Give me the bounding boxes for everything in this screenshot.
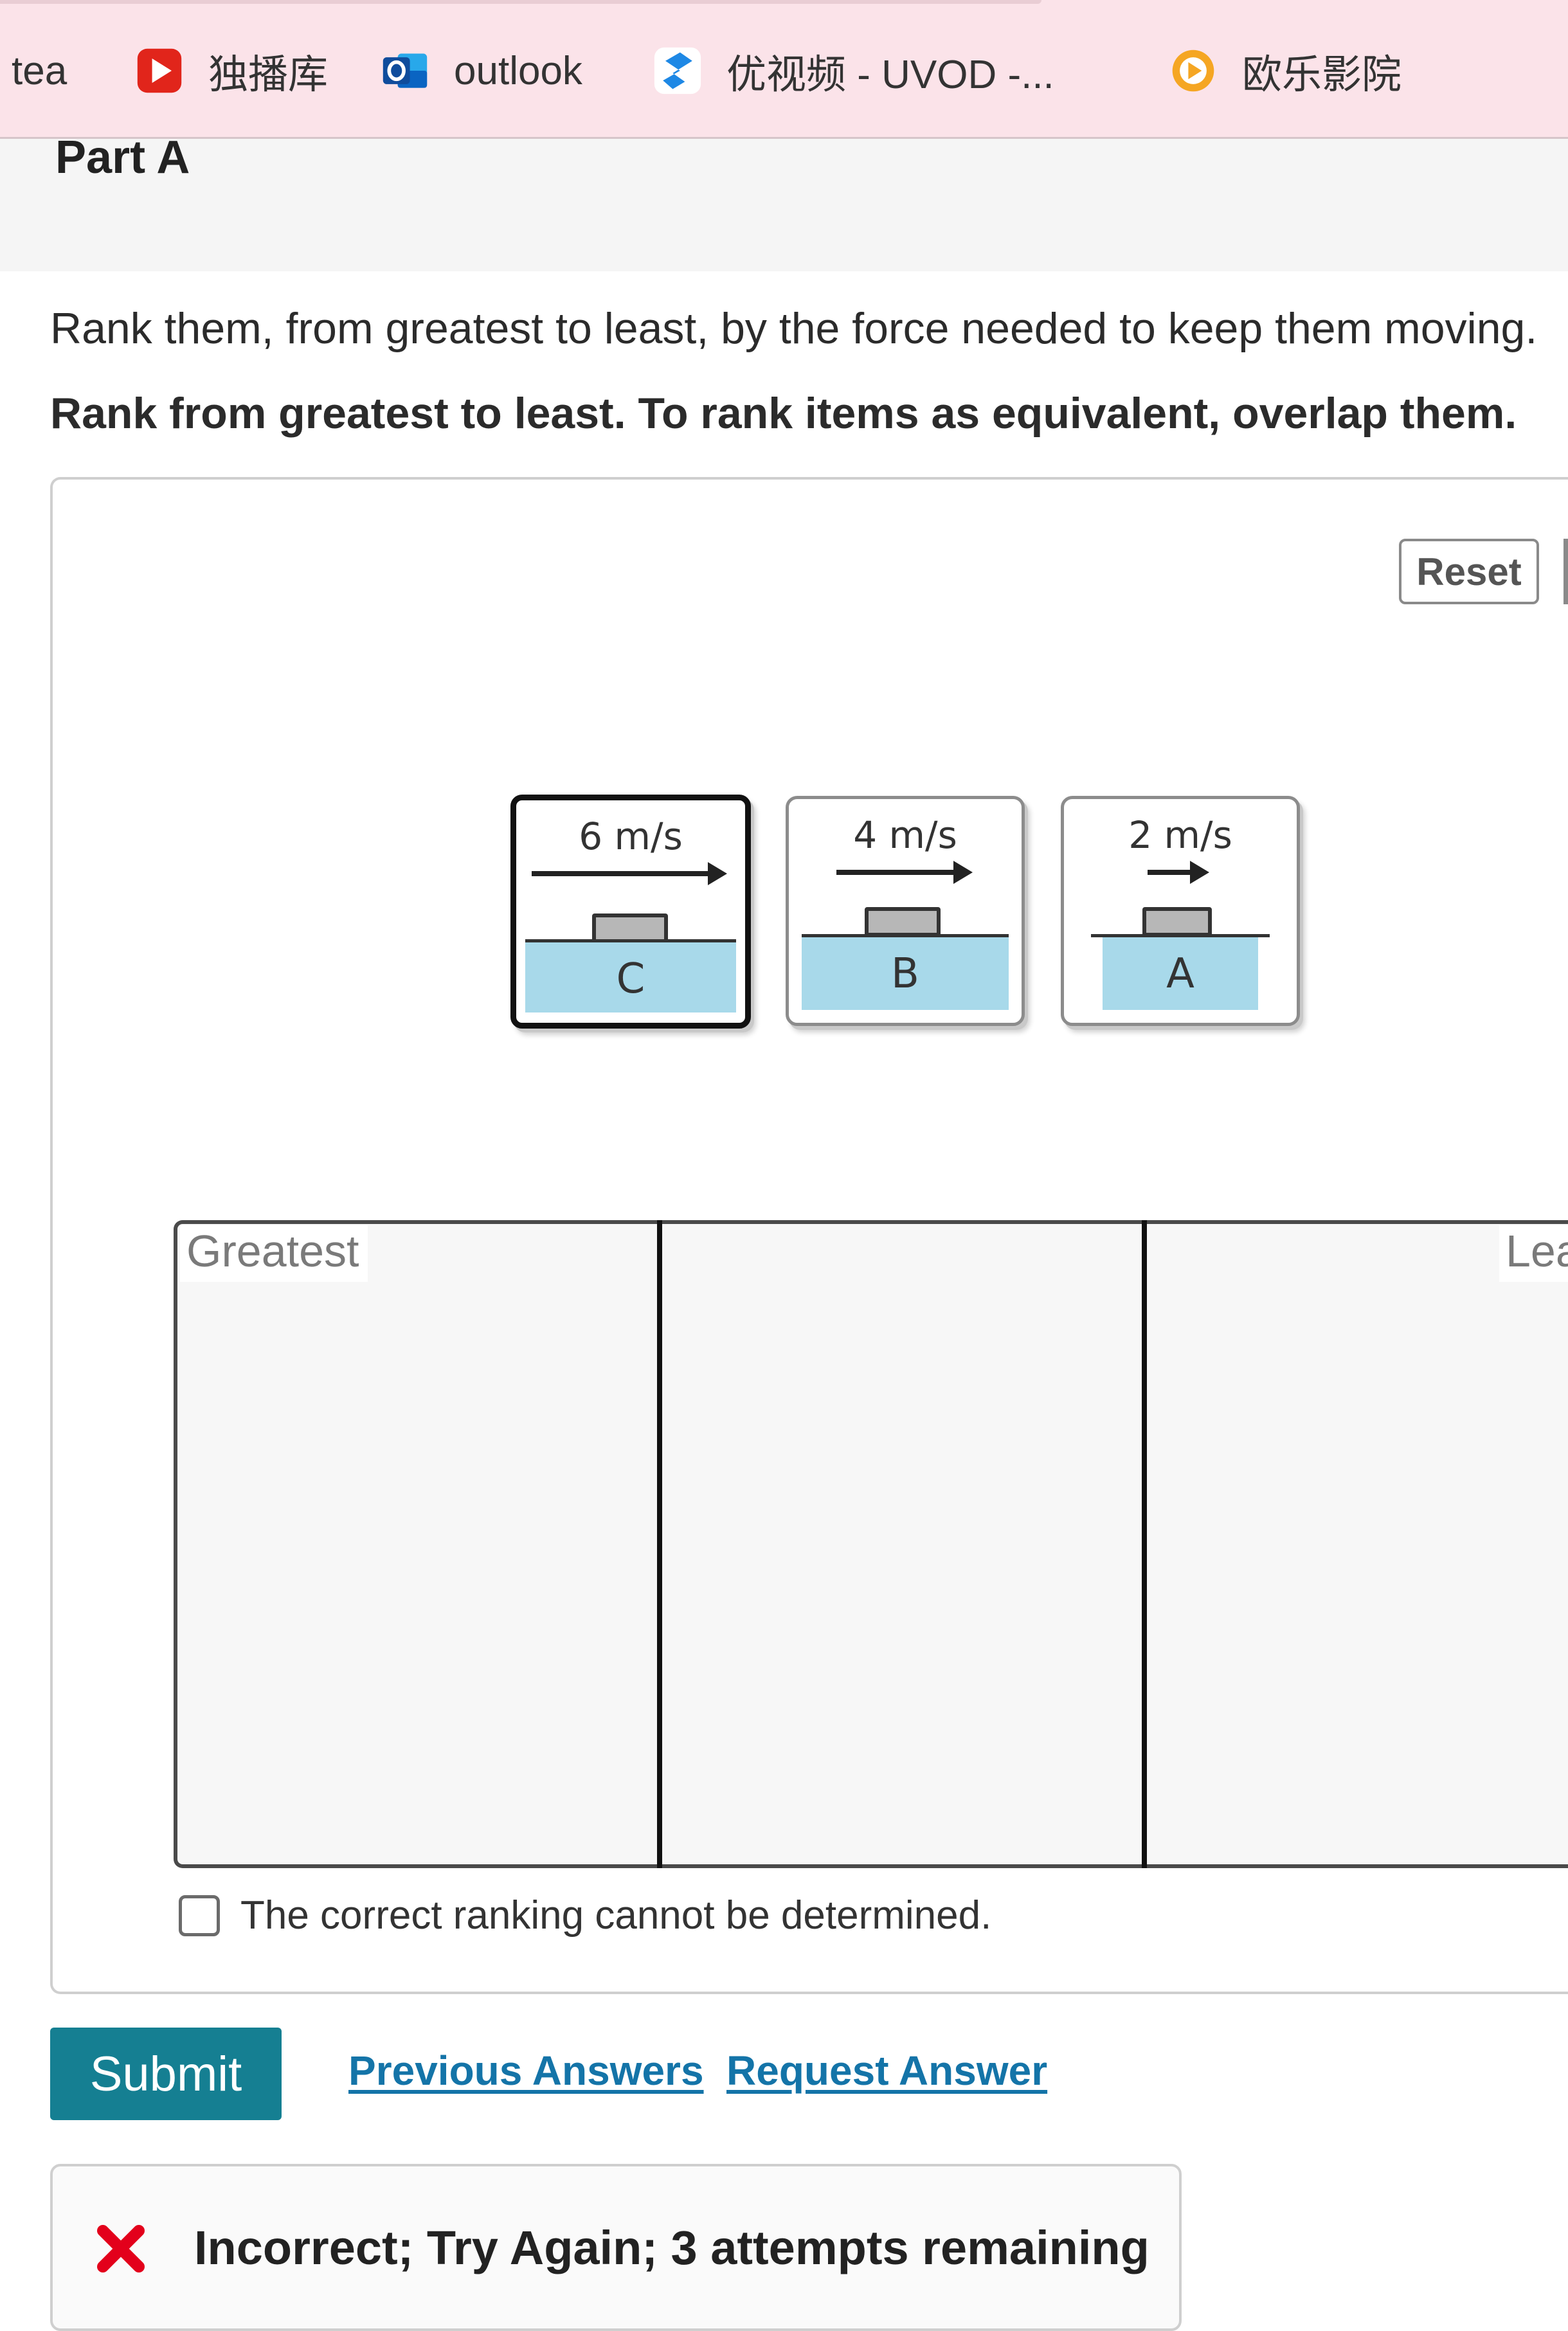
x-icon [97, 2225, 145, 2272]
reset-button[interactable]: Reset [1399, 539, 1539, 604]
bookmark-outlook[interactable]: outlook [381, 39, 582, 103]
block-icon [1142, 907, 1212, 937]
bin-label-least: Least [1499, 1225, 1568, 1282]
previous-answers-link[interactable]: Previous Answers [348, 2048, 704, 2094]
velocity-arrow-icon [1148, 861, 1209, 884]
block-icon [865, 907, 941, 937]
velocity-arrow-icon [532, 862, 727, 885]
question-prompt: Rank them, from greatest to least, by th… [50, 304, 1538, 353]
cannot-determine-label: The correct ranking cannot be determined… [240, 1893, 992, 1938]
part-title: Part A [55, 132, 190, 183]
feedback-box [50, 2164, 1182, 2331]
outlook-icon [383, 53, 428, 88]
block-icon [592, 914, 668, 943]
submit-button[interactable]: Submit [50, 2028, 282, 2120]
item-letter: B [891, 950, 919, 998]
ranking-drop-area[interactable] [174, 1220, 1568, 1868]
bin-divider [1142, 1220, 1147, 1868]
surface: B [802, 934, 1009, 1010]
bookmarks-bar [0, 0, 1568, 139]
surface: C [525, 939, 736, 1013]
oule-icon [1172, 50, 1214, 92]
part-header [0, 139, 1568, 271]
speed-label: 6 m/s [579, 815, 683, 858]
request-answer-link[interactable]: Request Answer [726, 2048, 1048, 2094]
bookmark-dubo[interactable]: 独播库 [135, 39, 328, 103]
velocity-arrow-icon [836, 861, 973, 884]
panel-edge-control[interactable] [1563, 539, 1568, 604]
rank-item-a[interactable]: 2 m/s A [1061, 796, 1300, 1026]
surface: A [1091, 934, 1270, 1010]
feedback-message: Incorrect; Try Again; 3 attempts remaini… [194, 2221, 1149, 2274]
play-icon [137, 48, 182, 93]
bin-label-greatest: Greatest [180, 1225, 368, 1282]
bin-divider [657, 1220, 662, 1868]
rank-item-b[interactable]: 4 m/s B [786, 796, 1025, 1026]
bookmark-label: outlook [454, 48, 582, 93]
bookmark-label: 优视频 - UVOD -... [726, 53, 1054, 97]
bookmark-tea[interactable]: tea [12, 39, 67, 103]
bookmark-label: 独播库 [208, 53, 329, 97]
question-instruction: Rank from greatest to least. To rank ite… [50, 389, 1517, 438]
item-letter: C [616, 955, 645, 1003]
speed-label: 2 m/s [1128, 813, 1232, 857]
rank-item-c[interactable]: 6 m/s C [510, 795, 751, 1029]
cannot-determine-row[interactable]: The correct ranking cannot be determined… [179, 1893, 991, 1938]
bookmark-oule[interactable]: 欧乐影院 [1169, 39, 1401, 103]
bookmark-label: 欧乐影院 [1242, 53, 1402, 97]
cannot-determine-checkbox[interactable] [179, 1895, 220, 1936]
speed-label: 4 m/s [853, 813, 957, 857]
bookmark-uvod[interactable]: 优视频 - UVOD -... [653, 39, 1054, 103]
uvod-icon [654, 47, 701, 94]
item-letter: A [1166, 950, 1194, 998]
bookmark-label: tea [12, 48, 68, 93]
